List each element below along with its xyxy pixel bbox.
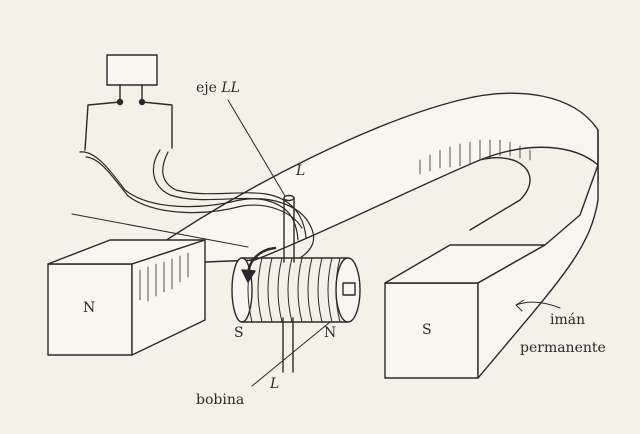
coil-leader [251,321,331,387]
lead-wire-right [152,149,299,241]
coil-N-label: N [324,325,337,341]
magnet-hatching [419,139,531,175]
right-pole-side [477,164,599,379]
left-pole-hatching [139,252,189,302]
magnet-label-line2: permanente [520,340,606,356]
axis-label-letters: LL [221,80,240,96]
horseshoe-magnet-top [129,92,599,266]
meter-box [106,54,158,86]
coil-shaft-end [342,282,356,296]
axis-rod-bottom [282,317,294,373]
meter-terminals [119,84,143,101]
left-pole-label: N [83,300,96,316]
coil-windings [247,257,341,323]
circuit-wires [84,101,173,151]
L-bottom-label: L [270,376,280,392]
right-pole-label: S [422,322,432,338]
reference-line [71,213,249,248]
coil-group [231,257,361,323]
axis-leader [227,99,286,197]
lead-wire-left-inner [85,156,303,229]
magnet-leader-arrow [515,299,525,312]
rotation-arrowhead [241,269,256,283]
magnet-label-line1: imán [550,312,586,328]
lead-wire-left [79,151,315,259]
horseshoe-magnet-inner-side [469,157,531,231]
L-top-label: L [296,163,306,179]
left-pole-side [131,239,206,356]
axis-label: eje LL [196,80,240,96]
lead-wire-right-inner [162,151,307,239]
magnet-leader [515,301,561,309]
axis-label-word: eje [196,80,217,96]
coil-label: bobina [196,392,245,408]
coil-S-label: S [234,325,244,341]
axis-rod-cap [283,194,295,202]
